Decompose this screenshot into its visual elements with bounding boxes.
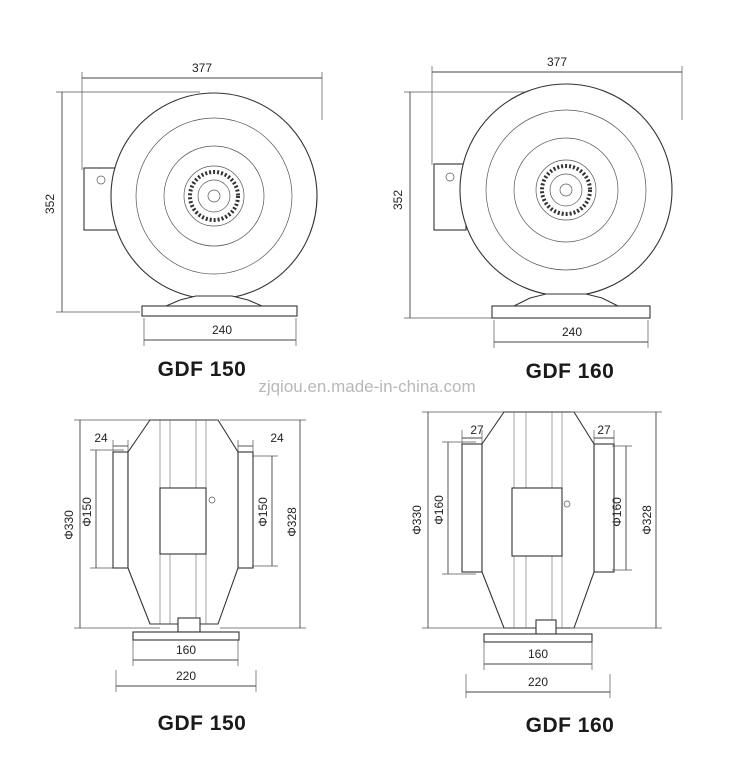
- base-220-label: 220: [176, 669, 196, 683]
- flange-27-left-label: 27: [470, 423, 484, 437]
- width-377-label: 377: [192, 61, 212, 75]
- side-view-gdf160: Φ330 Φ160 27 27 Φ160 Φ328 160: [410, 411, 662, 737]
- model-label-gdf150-bottom: GDF 150: [158, 712, 247, 735]
- base-160-label-2: 160: [528, 647, 548, 661]
- dia-160-left-label-2: Φ160: [432, 495, 446, 525]
- dia-150-left-label: Φ150: [80, 497, 94, 527]
- base-160-label: 160: [176, 643, 196, 657]
- model-label-gdf160-top: GDF 160: [526, 360, 615, 383]
- model-label-gdf150-top: GDF 150: [158, 358, 247, 381]
- base-220-label-2: 220: [528, 675, 548, 689]
- height-352-label: 352: [43, 194, 57, 214]
- front-view-gdf160: 377 352 240 GDF 160: [391, 55, 683, 383]
- side-view-gdf150: Φ330 Φ150 24 24 Φ150 Φ328: [62, 419, 306, 735]
- model-label-gdf160-bottom: GDF 160: [526, 714, 615, 737]
- height-352-label-2: 352: [391, 190, 405, 210]
- width-377-label-2: 377: [547, 55, 567, 69]
- base-240-label: 240: [212, 323, 232, 337]
- dia-160-right-label-2: Φ160: [610, 497, 624, 527]
- dia-330-left-label: Φ330: [62, 510, 76, 540]
- flange-24-left-label: 24: [94, 431, 108, 445]
- flange-27-right-label: 27: [597, 423, 611, 437]
- base-240-label-2: 240: [562, 325, 582, 339]
- watermark-text: zjqiou.en.made-in-china.com: [258, 377, 475, 396]
- dia-150-right-label: Φ150: [256, 497, 270, 527]
- dia-328-right-label-2: Φ328: [640, 505, 654, 535]
- front-view-gdf150: 377 352 240 GDF 150: [43, 61, 323, 381]
- flange-24-right-label: 24: [270, 431, 284, 445]
- dia-328-right-label: Φ328: [285, 507, 299, 537]
- dia-330-left-label-2: Φ330: [410, 505, 424, 535]
